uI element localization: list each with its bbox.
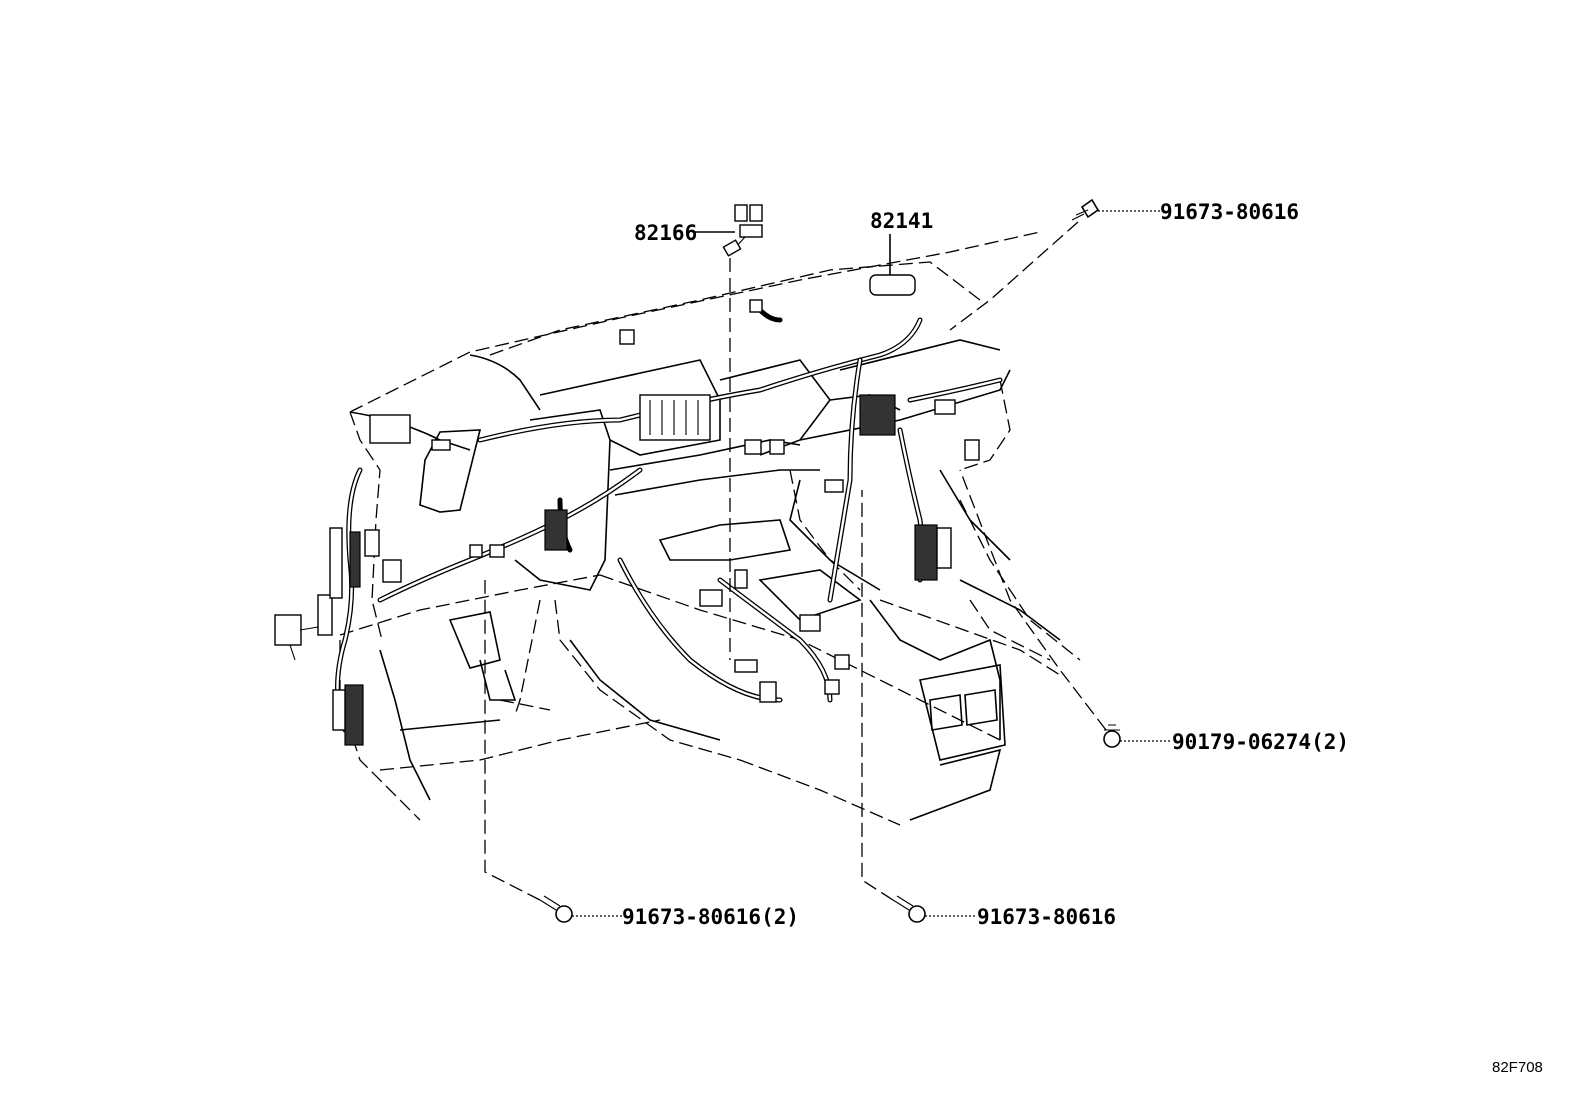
bolt-icon-top-right <box>1071 198 1100 221</box>
callout-clip-right: 90179-06274(2) <box>1172 730 1349 754</box>
leader-lines <box>484 210 1172 917</box>
instrument-panel-outline <box>339 231 1081 826</box>
wire-harness <box>335 307 1003 733</box>
callout-82141: 82141 <box>870 209 933 233</box>
callout-bolt-top-right: 91673-80616 <box>1160 200 1299 224</box>
bolt-icon-bottom-center <box>892 895 926 923</box>
bolt-icon-bottom-left <box>539 895 573 923</box>
callout-bolt-bottom-left: 91673-80616(2) <box>622 905 799 929</box>
callout-82166: 82166 <box>634 221 697 245</box>
clip-icon-right <box>1103 724 1121 748</box>
callout-bolt-bottom-center: 91673-80616 <box>977 905 1116 929</box>
connectors <box>274 204 980 746</box>
diagram-code: 82F708 <box>1492 1059 1543 1076</box>
